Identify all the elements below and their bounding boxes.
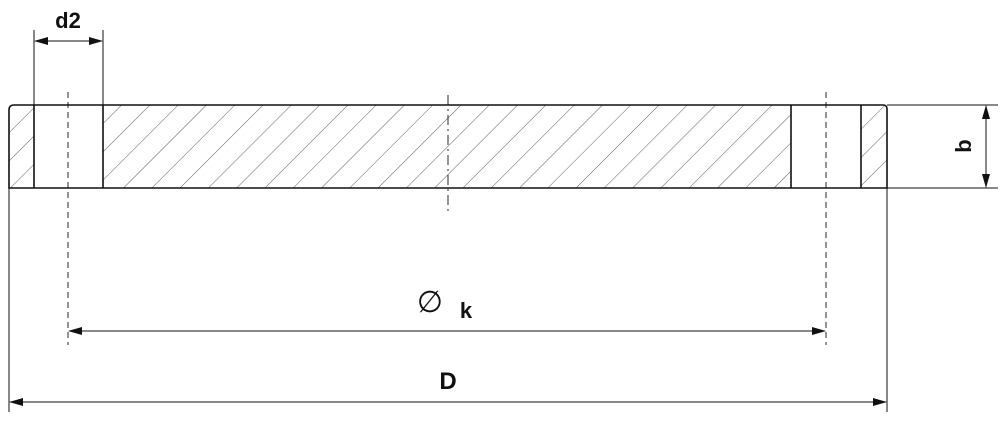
hatched-section-center <box>103 105 791 188</box>
d2-label: d2 <box>55 8 81 33</box>
dimension-k: ∅ k <box>68 285 826 335</box>
hatched-section-left-rim <box>9 105 34 188</box>
hatched-section-right-rim <box>861 105 887 188</box>
dimension-d2: d2 <box>33 8 104 105</box>
dimension-D: D <box>8 188 888 412</box>
dimension-b: b <box>887 104 998 189</box>
k-label: k <box>460 298 473 323</box>
flange-cross-section <box>8 104 888 189</box>
D-label: D <box>439 368 456 395</box>
diameter-symbol: ∅ <box>417 285 443 320</box>
b-label: b <box>951 139 976 152</box>
